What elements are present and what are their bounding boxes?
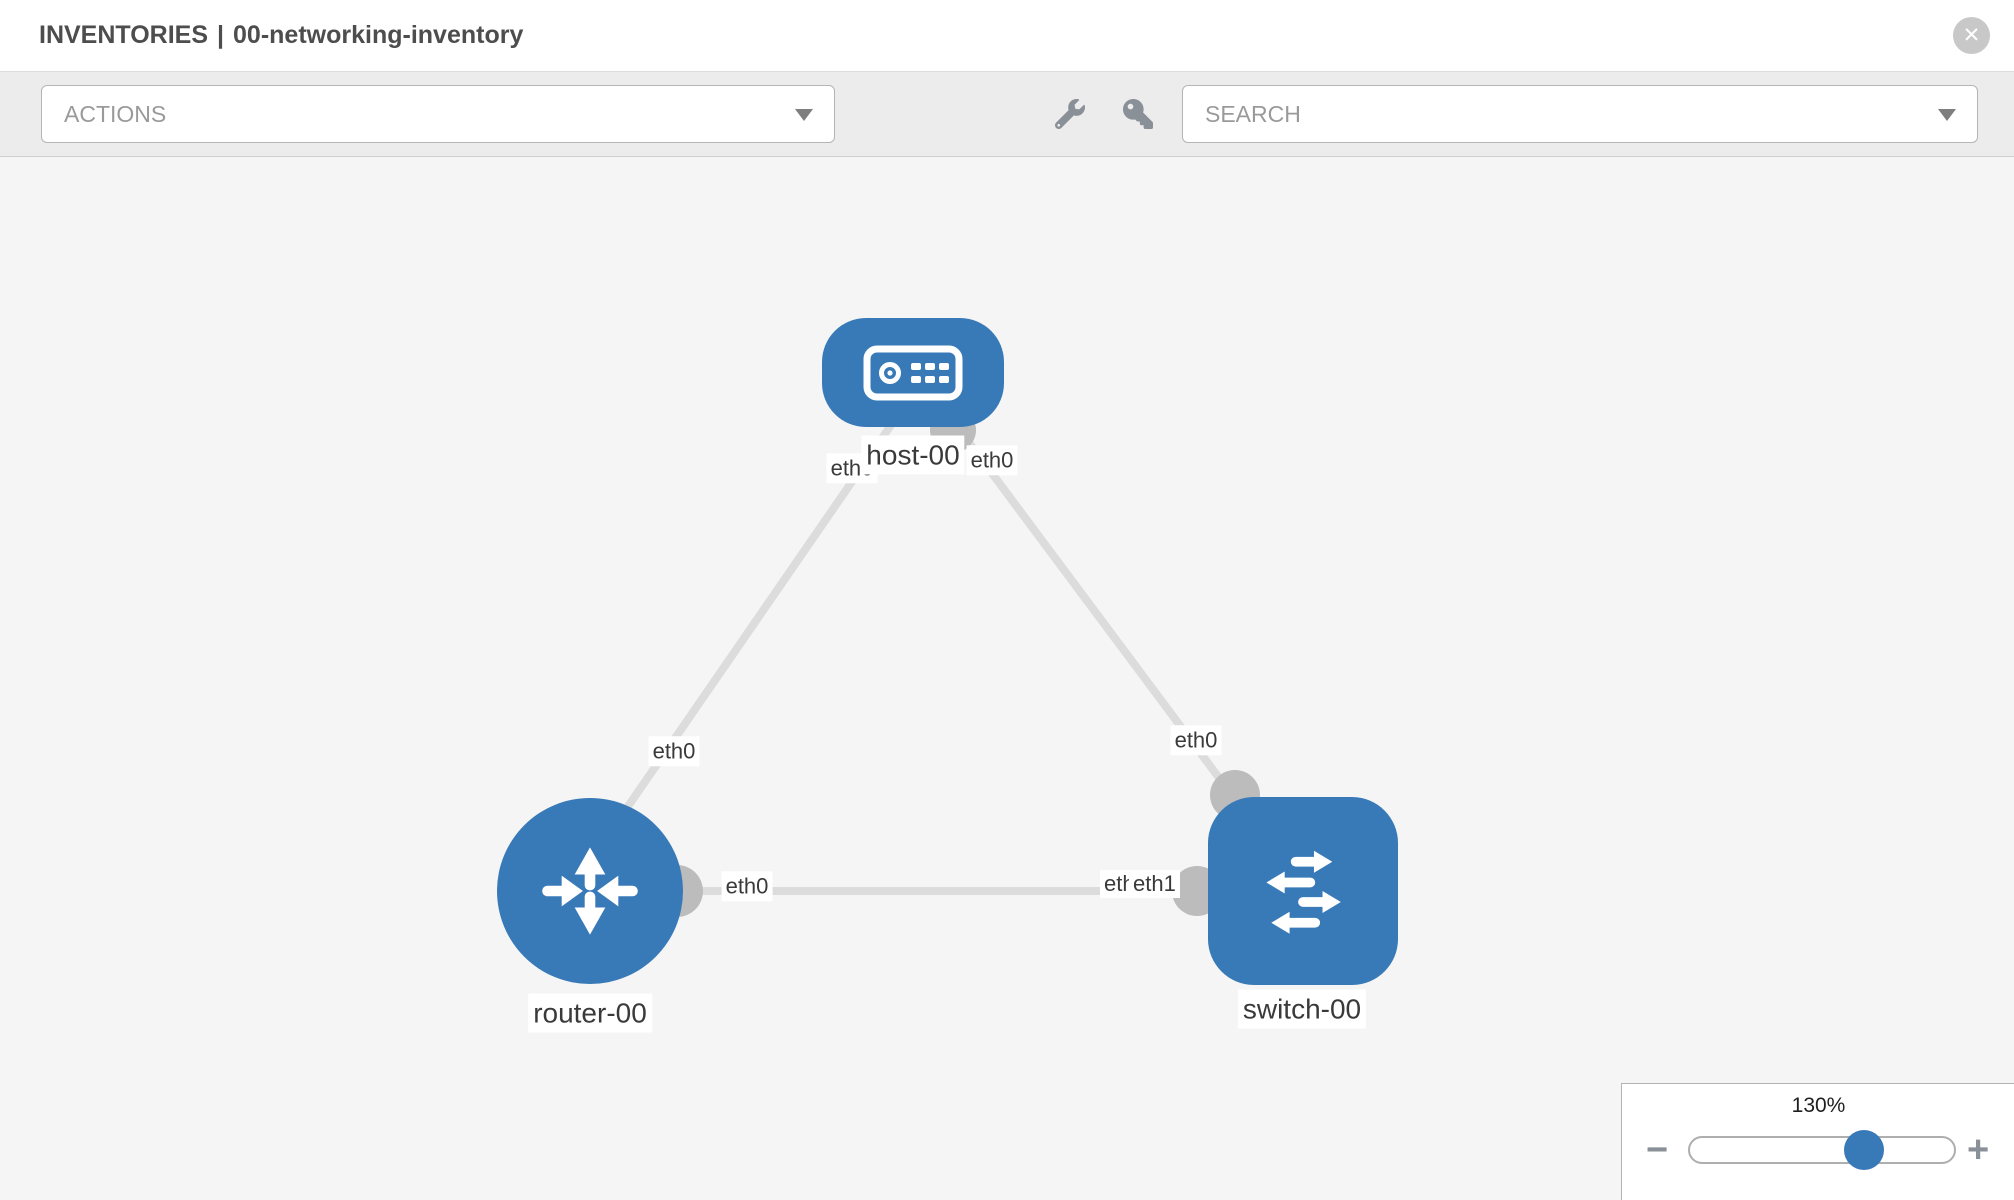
- caret-down-icon: [1938, 109, 1956, 121]
- search-dropdown-label: SEARCH: [1205, 100, 1301, 127]
- interface-label: eth0: [966, 445, 1018, 475]
- key-icon-glyph: [1123, 99, 1153, 129]
- node-host-00[interactable]: [822, 318, 1004, 427]
- page-title-section: INVENTORIES: [39, 21, 209, 49]
- zoom-slider-row: − +: [1622, 1120, 2014, 1180]
- wrench-icon[interactable]: [1053, 97, 1087, 131]
- page-title-inventory-name: 00-networking-inventory: [233, 21, 524, 49]
- topology-links-layer: [596, 407, 1260, 917]
- interface-label: eth1: [1129, 870, 1180, 898]
- page-title-divider: |: [217, 21, 225, 49]
- link-host-router[interactable]: [596, 409, 904, 850]
- key-icon[interactable]: [1121, 97, 1155, 131]
- zoom-slider-knob[interactable]: [1844, 1130, 1884, 1170]
- router-icon: [542, 847, 638, 935]
- host-icon: [863, 345, 963, 400]
- zoom-slider-track[interactable]: [1688, 1130, 1956, 1170]
- actions-dropdown[interactable]: ACTIONS: [41, 85, 835, 143]
- zoom-level-value: 130%: [1791, 1094, 1846, 1117]
- interface-label: eth0: [1100, 870, 1131, 898]
- search-dropdown[interactable]: SEARCH: [1182, 85, 1978, 143]
- toolbar: ACTIONS SEARCH: [0, 71, 2014, 157]
- zoom-in-icon[interactable]: +: [1967, 1129, 1990, 1171]
- topology-canvas[interactable]: eth0 host-00 eth0 eth0 eth0 eth0 eth0 et…: [0, 157, 2014, 1200]
- actions-dropdown-label: ACTIONS: [64, 100, 167, 127]
- zoom-out-icon[interactable]: −: [1646, 1129, 1669, 1171]
- node-switch-00[interactable]: [1208, 797, 1398, 985]
- interface-label: eth0: [648, 736, 700, 766]
- node-router-00[interactable]: [497, 798, 683, 984]
- node-label-host: host-00: [861, 435, 965, 475]
- header: INVENTORIES | 00-networking-inventory ✕: [0, 0, 2014, 71]
- close-icon[interactable]: ✕: [1953, 17, 1990, 54]
- wrench-icon-glyph: [1055, 99, 1085, 129]
- node-label-router: router-00: [528, 993, 652, 1033]
- page-title: INVENTORIES | 00-networking-inventory: [39, 21, 523, 50]
- caret-down-icon: [795, 109, 813, 121]
- interface-label-overlap: eth0 eth1: [1100, 870, 1180, 898]
- node-label-switch: switch-00: [1237, 989, 1367, 1029]
- interface-label: eth0: [1170, 725, 1222, 755]
- zoom-panel: 130% − +: [1621, 1083, 2014, 1200]
- switch-icon: [1266, 850, 1341, 934]
- interface-label: eth0: [721, 871, 773, 901]
